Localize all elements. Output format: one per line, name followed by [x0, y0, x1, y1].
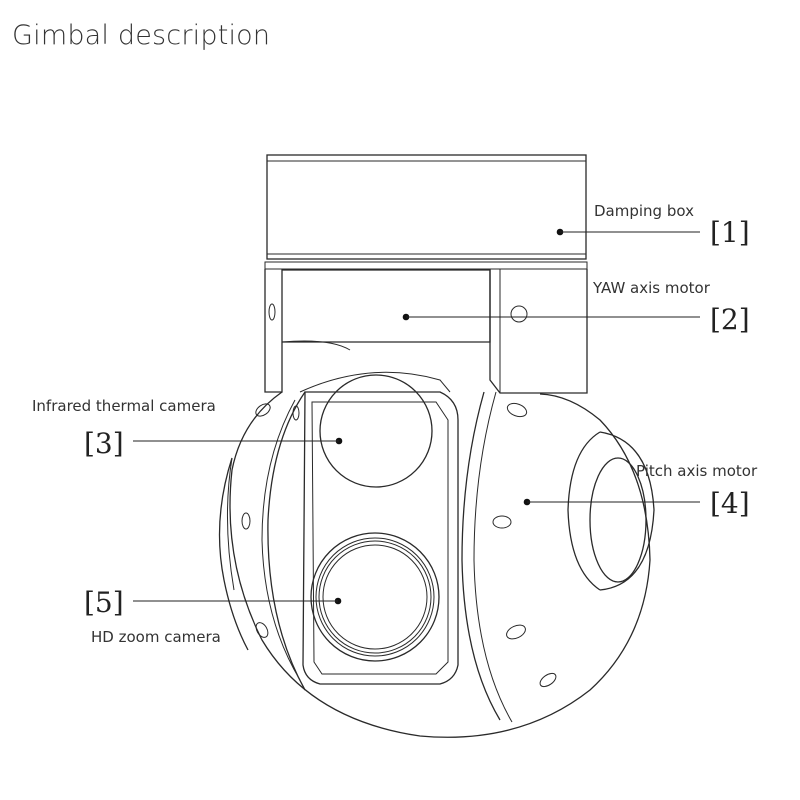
callout-3-number: [3] — [84, 427, 124, 460]
callout-2: YAW axis motor [2] — [402, 279, 750, 336]
zoom-lens-shape — [310, 532, 440, 662]
callout-3-label: Infrared thermal camera — [32, 397, 216, 415]
callout-1-label: Damping box — [594, 202, 694, 220]
infrared-lens-shape — [319, 374, 433, 488]
callout-5-label: HD zoom camera — [91, 628, 221, 646]
page-title: Gimbal description — [12, 20, 271, 51]
callout-2-label: YAW axis motor — [592, 279, 711, 297]
callout-4-number: [4] — [710, 487, 750, 520]
damping-box-shape — [266, 154, 587, 260]
gimbal-body-shape — [218, 371, 655, 738]
yaw-motor-shape — [264, 261, 588, 394]
callout-1-number: [1] — [710, 216, 750, 249]
callout-4-label: Pitch axis motor — [636, 462, 758, 480]
callout-4: Pitch axis motor [4] — [523, 462, 758, 520]
callout-5-number: [5] — [84, 586, 124, 619]
callout-5: [5] HD zoom camera — [84, 586, 342, 646]
callout-2-number: [2] — [710, 303, 750, 336]
callout-1: Damping box [1] — [556, 202, 750, 249]
callout-3: Infrared thermal camera [3] — [32, 397, 343, 460]
